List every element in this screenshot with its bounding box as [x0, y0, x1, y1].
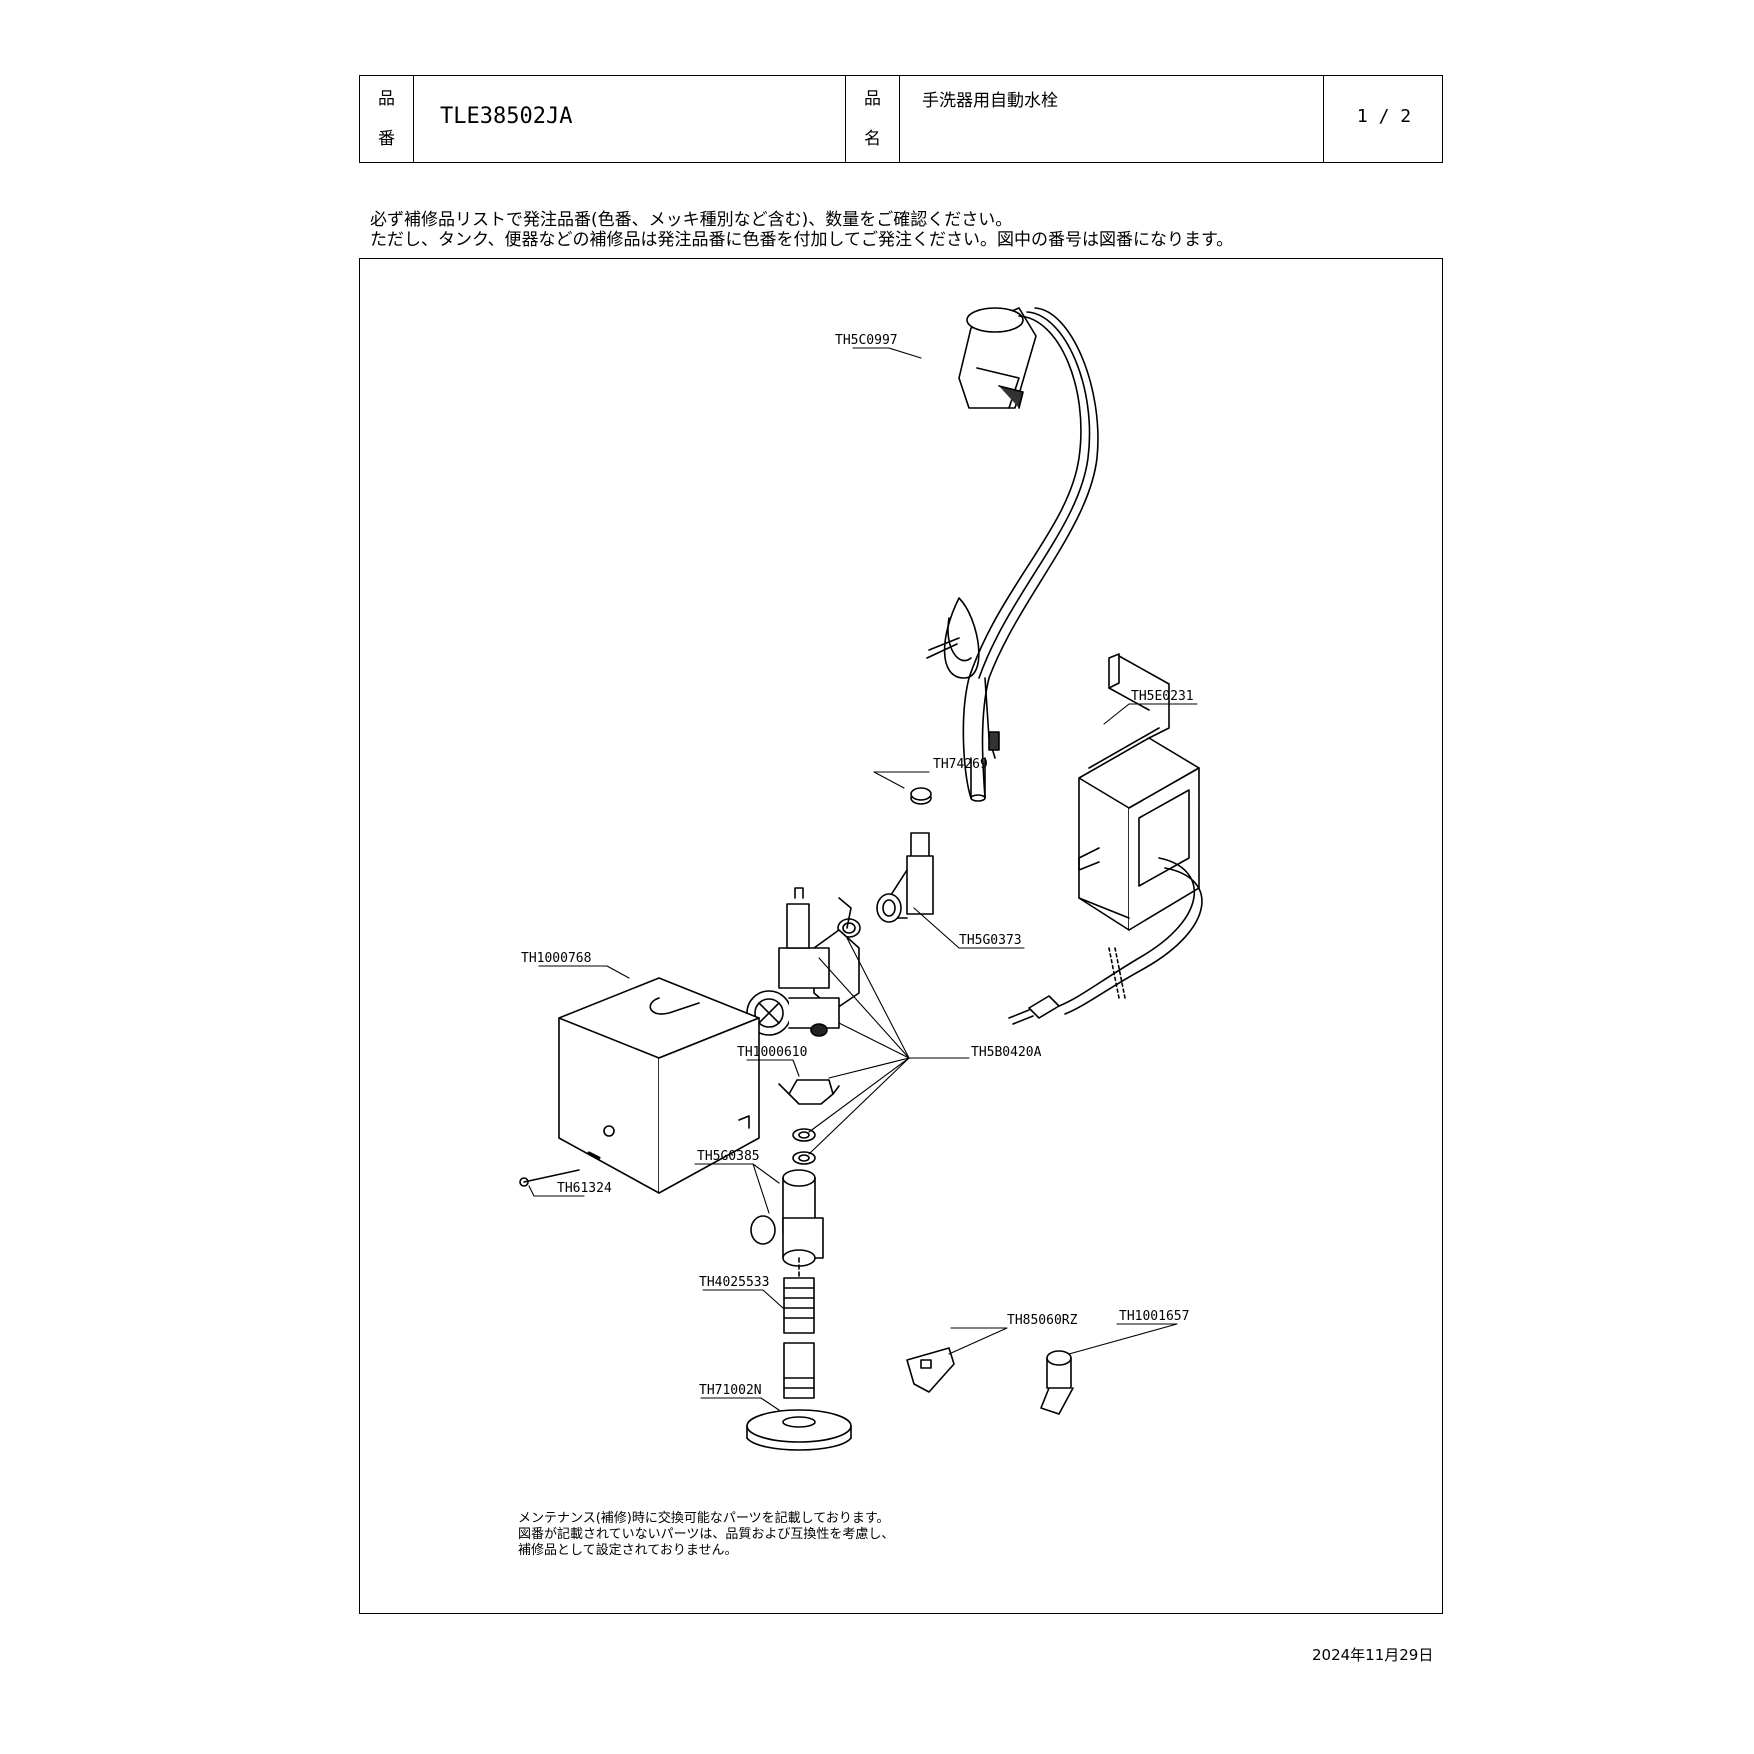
gasket-part: [798, 1154, 810, 1162]
clip-part: [778, 1079, 840, 1105]
part-label-th61324: TH61324: [557, 1181, 612, 1196]
gasket-part: [792, 1151, 816, 1165]
part-label-th5b0420a: TH5B0420A: [971, 1045, 1042, 1060]
part-number-value: TLE38502JA: [414, 76, 846, 162]
part-label-th5c0997: TH5C0997: [835, 333, 898, 348]
issue-date: 2024年11月29日: [1312, 1646, 1434, 1664]
part-label-th5e0231: TH5E0231: [1131, 689, 1194, 704]
part-label-th5g0385: TH5G0385: [697, 1149, 760, 1164]
o-ring-part: [842, 922, 856, 934]
control-box-part: [1008, 653, 1203, 1025]
page-number: 1 / 2: [1356, 106, 1412, 127]
valve-cover-part: [558, 977, 760, 1194]
exploded-parts-diagram: TH5C0997 TH5E0231 TH74269 TH5G0373 TH100…: [519, 307, 1203, 1451]
maintenance-note-line: メンテナンス(補修)時に交換可能なパーツを記載しております。: [518, 1511, 890, 1526]
solenoid-valve-part: [746, 887, 860, 1037]
product-name-value: 手洗器用自動水栓: [900, 76, 1324, 162]
sensor-spout-part: [926, 307, 1099, 802]
screw-part: [519, 1177, 529, 1187]
product-name-label: 品 名: [846, 76, 900, 162]
order-notice: 必ず補修品リストで発注品番(色番、メッキ種別など含む)、数量をご確認ください。 …: [370, 210, 1233, 250]
maintenance-note: メンテナンス(補修)時に交換可能なパーツを記載しております。 図番が記載されてい…: [518, 1511, 894, 1559]
order-notice-line: 必ず補修品リストで発注品番(色番、メッキ種別など含む)、数量をご確認ください。: [370, 210, 1013, 230]
part-label-th4025533: TH4025533: [699, 1275, 769, 1290]
gasket-part: [798, 1131, 810, 1139]
gasket-part: [792, 1128, 816, 1142]
part-label-th5g0373: TH5G0373: [959, 933, 1022, 948]
screw-part: [523, 1169, 580, 1183]
part-label-th1000610: TH1000610: [737, 1045, 807, 1060]
elbow-connector-part: [876, 832, 934, 923]
maintenance-note-line: 図番が記載されていないパーツは、品質および互換性を考慮し、: [518, 1527, 895, 1542]
part-label-th85060rz: TH85060RZ: [1007, 1313, 1078, 1328]
maintenance-note-line: 補修品として設定されておりません。: [518, 1543, 738, 1558]
part-label-th1000768: TH1000768: [521, 951, 591, 966]
part-number-label: 品 番: [360, 76, 414, 162]
part-label-th71002n: TH71002N: [699, 1383, 762, 1398]
flange-part: [746, 1409, 852, 1451]
order-notice-line: ただし、タンク、便器などの補修品は発注品番に色番を付加してご発注ください。図中の…: [370, 230, 1234, 250]
key-tool-part: [906, 1347, 955, 1393]
key-tool-part: [1040, 1350, 1074, 1415]
header-table: 品 番 TLE38502JA 品 名 手洗器用自動水栓 1 / 2: [359, 75, 1443, 163]
ring-part: [910, 787, 932, 801]
leader-lines: [528, 347, 1198, 1411]
stop-valve-part: [750, 1169, 824, 1267]
part-label-th74269: TH74269: [933, 757, 988, 772]
threaded-pipe-part: [783, 1257, 815, 1399]
diagram-frame: [359, 258, 1443, 1614]
part-label-th1001657: TH1001657: [1119, 1309, 1189, 1324]
